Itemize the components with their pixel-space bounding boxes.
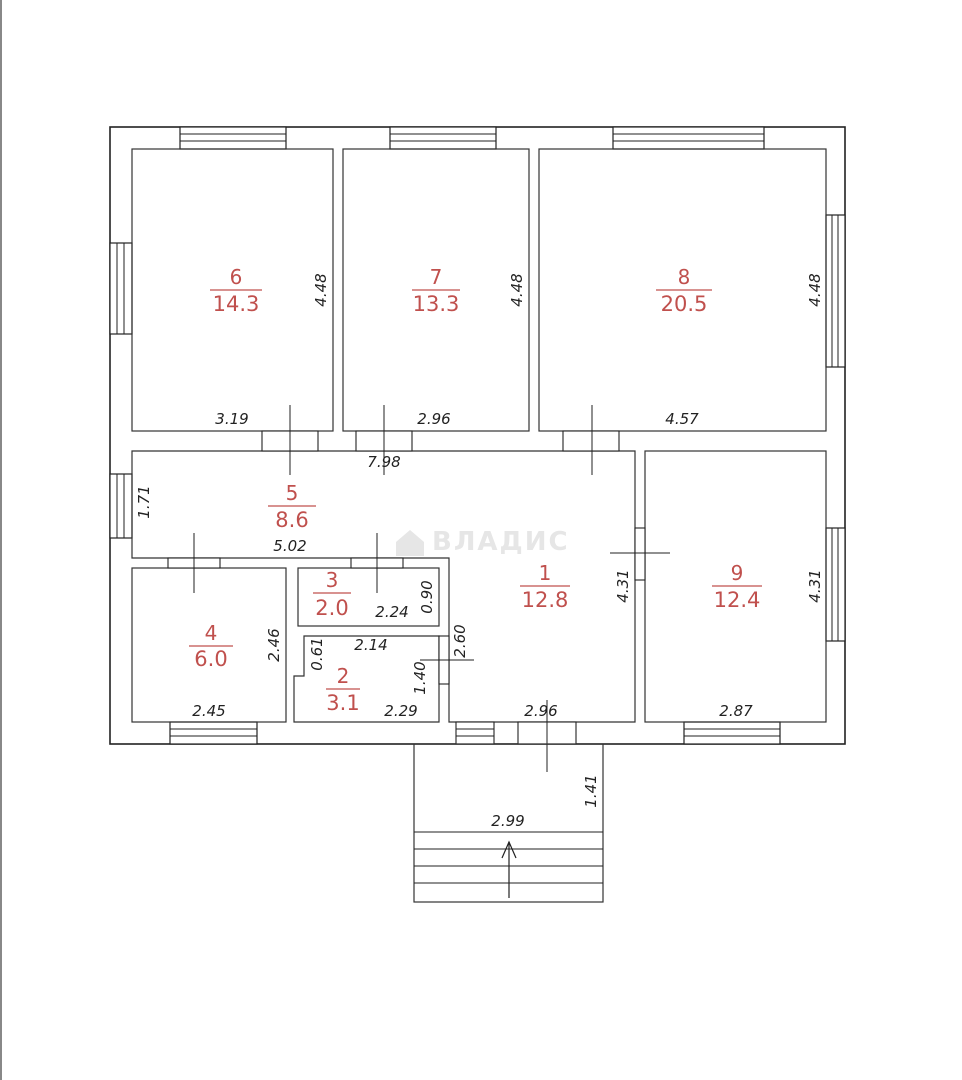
door <box>355 405 413 475</box>
dim-height: 1.71 <box>135 485 153 518</box>
arrow-head-icon <box>501 840 517 859</box>
dim-niche: 0.61 <box>308 637 326 670</box>
room-number: 2 <box>337 664 350 688</box>
window <box>169 721 258 745</box>
porch-depth: 1.41 <box>582 774 600 807</box>
room-area: 6.0 <box>194 647 227 671</box>
room-area: 20.5 <box>661 292 708 316</box>
dim-width: 2.45 <box>192 702 225 720</box>
room-5-1-outline <box>131 450 636 723</box>
porch-width: 2.99 <box>491 812 524 830</box>
window <box>612 126 765 150</box>
porch <box>413 743 604 903</box>
dim-height: 4.31 <box>614 569 632 602</box>
room-6: 6 14.3 3.19 4.48 <box>210 265 330 428</box>
room-9: 9 12.4 2.87 4.31 <box>712 561 824 720</box>
door <box>167 533 221 593</box>
door <box>261 405 319 475</box>
room-area: 14.3 <box>213 292 260 316</box>
dim-width: 2.87 <box>719 702 753 720</box>
dim-width: 2.24 <box>375 603 408 621</box>
dim-side: 2.60 <box>451 624 469 657</box>
dim-width: 2.96 <box>417 410 450 428</box>
window <box>389 126 497 150</box>
room-area: 13.3 <box>413 292 460 316</box>
room-number: 3 <box>326 568 339 592</box>
dim-length: 7.98 <box>367 453 400 471</box>
dim-height: 0.90 <box>418 580 436 613</box>
entrance-door <box>455 700 577 772</box>
door <box>610 527 670 581</box>
window <box>825 214 846 368</box>
dim-height: 4.48 <box>806 273 824 306</box>
door <box>562 405 620 475</box>
room-8: 8 20.5 4.57 4.48 <box>656 265 824 428</box>
watermark: ВЛАДИС <box>396 527 570 557</box>
room-area: 3.1 <box>326 691 359 715</box>
window <box>825 527 846 642</box>
room-7-outline <box>342 148 530 432</box>
room-4-outline <box>131 567 287 723</box>
room-number: 6 <box>230 265 243 289</box>
room-8-outline <box>538 148 827 432</box>
room-area: 8.6 <box>275 508 308 532</box>
room-2: 2 3.1 2.29 2.14 1.40 0.61 2.60 <box>308 624 469 720</box>
window <box>683 721 781 745</box>
dim-height: 4.48 <box>508 273 526 306</box>
room-area: 12.8 <box>522 588 569 612</box>
dim-width: 5.02 <box>273 537 306 555</box>
dim-width: 2.29 <box>384 702 417 720</box>
room-number: 4 <box>205 621 218 645</box>
dim-width: 4.57 <box>665 410 699 428</box>
dim-width: 3.19 <box>215 410 248 428</box>
watermark-text: ВЛАДИС <box>432 527 570 557</box>
room-number: 9 <box>731 561 744 585</box>
window <box>109 473 133 539</box>
dim-top-width: 2.14 <box>354 636 387 654</box>
room-area: 12.4 <box>714 588 761 612</box>
room-6-outline <box>131 148 334 432</box>
room-number: 5 <box>286 481 299 505</box>
dim-height: 4.31 <box>806 569 824 602</box>
room-9-outline <box>644 450 827 723</box>
dim-height: 1.40 <box>411 661 429 694</box>
room-4: 4 6.0 2.45 2.46 <box>189 621 283 720</box>
door <box>420 635 474 685</box>
door <box>350 533 404 593</box>
room-1: 1 12.8 2.96 4.31 <box>520 561 632 720</box>
dim-width: 2.96 <box>524 702 557 720</box>
room-number: 1 <box>539 561 552 585</box>
room-number: 8 <box>678 265 691 289</box>
room-number: 7 <box>430 265 443 289</box>
room-area: 2.0 <box>315 596 348 620</box>
room-3: 3 2.0 2.24 0.90 <box>313 568 436 621</box>
dim-height: 2.46 <box>265 628 283 661</box>
dim-height: 4.48 <box>312 273 330 306</box>
window <box>179 126 287 150</box>
window <box>109 242 133 335</box>
room-7: 7 13.3 2.96 4.48 <box>412 265 526 428</box>
room-5: 5 8.6 5.02 1.71 7.98 <box>135 453 401 555</box>
